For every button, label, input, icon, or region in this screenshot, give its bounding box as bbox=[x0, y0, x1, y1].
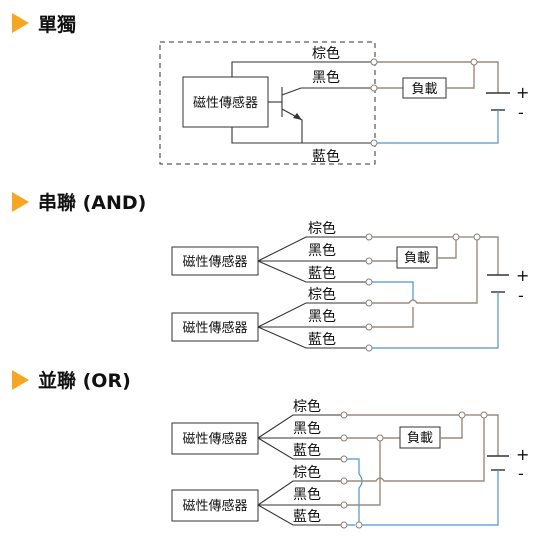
sensor-label: 磁性傳感器 bbox=[182, 254, 247, 270]
wire-to-battery-plus bbox=[480, 236, 499, 275]
lead-blue bbox=[257, 326, 367, 349]
terminal-blue bbox=[340, 455, 348, 463]
wire-label-brown: 棕色 bbox=[308, 286, 336, 303]
wire-load-to-brown bbox=[440, 418, 463, 439]
battery-plus: + bbox=[516, 445, 529, 464]
sensor-box bbox=[182, 76, 269, 128]
wire-blue-a bbox=[347, 458, 363, 522]
sensor-box bbox=[171, 422, 259, 455]
junction bbox=[355, 521, 363, 529]
wire-label-blue: 藍色 bbox=[293, 508, 321, 525]
sensor-label: 磁性傳感器 bbox=[182, 431, 247, 447]
terminal-brown bbox=[370, 58, 378, 66]
sensor-label: 磁性傳感器 bbox=[193, 95, 258, 111]
section-parallel: 並聯 (OR) 磁性傳感器 棕色 黑色 藍色 磁性傳感器 棕色 黑色 藍色 bbox=[12, 369, 529, 529]
terminal-brown bbox=[340, 411, 348, 419]
wire-load-to-brown bbox=[437, 240, 457, 259]
junction bbox=[458, 411, 466, 419]
terminal-brown bbox=[365, 299, 373, 307]
wire-label-blue: 藍色 bbox=[308, 331, 336, 348]
wire-label-brown: 棕色 bbox=[293, 398, 321, 415]
wire-load-to-brown bbox=[446, 62, 475, 89]
lead-blue bbox=[257, 437, 341, 460]
terminal-black bbox=[365, 257, 373, 265]
terminal-black bbox=[340, 434, 348, 442]
wire-label-black: 黑色 bbox=[312, 69, 340, 86]
wire-label-black: 黑色 bbox=[308, 242, 336, 259]
load-label: 負載 bbox=[411, 82, 437, 97]
terminal-blue bbox=[340, 521, 348, 529]
lead-brown bbox=[257, 236, 367, 262]
sensor-enclosure bbox=[159, 41, 376, 165]
junction bbox=[376, 434, 384, 442]
terminal-black bbox=[340, 501, 348, 509]
section-marker-icon bbox=[12, 370, 29, 390]
wire-label-brown: 棕色 bbox=[312, 45, 340, 62]
wire-label-blue: 藍色 bbox=[293, 442, 321, 459]
section-single: 單獨 磁性傳感器 棕色 黑色 藍色 負載 + - bbox=[12, 13, 529, 165]
emitter-lead bbox=[281, 108, 303, 143]
blue-internal-wire bbox=[231, 127, 373, 144]
terminal-black bbox=[370, 84, 378, 92]
emitter-arrow-icon bbox=[293, 113, 302, 120]
load-label: 負載 bbox=[407, 431, 433, 446]
wire-black-b bbox=[347, 441, 381, 506]
wire-label-blue: 藍色 bbox=[308, 265, 336, 282]
lead-brown bbox=[257, 480, 341, 506]
section-title-parallel: 並聯 (OR) bbox=[38, 369, 131, 392]
wire-to-battery-plus bbox=[487, 414, 499, 456]
sensor-label: 磁性傳感器 bbox=[182, 320, 247, 336]
terminal-blue bbox=[365, 344, 373, 352]
junction bbox=[480, 411, 488, 419]
terminal-blue bbox=[365, 278, 373, 286]
wire-brown-b bbox=[372, 240, 478, 304]
section-series: 串聯 (AND) 磁性傳感器 棕色 黑色 藍色 磁性傳感器 棕色 黑色 藍色 負 bbox=[12, 191, 529, 352]
battery-plus: + bbox=[516, 266, 529, 285]
wire-label-black: 黑色 bbox=[293, 486, 321, 503]
collector-lead bbox=[281, 87, 373, 96]
brown-internal-wire bbox=[231, 61, 373, 77]
wire-blue bbox=[377, 110, 499, 144]
junction bbox=[470, 58, 478, 66]
terminal-blue bbox=[370, 139, 378, 147]
wire-black-b bbox=[372, 307, 414, 328]
sensor-label: 磁性傳感器 bbox=[182, 498, 247, 514]
lead-blue bbox=[257, 504, 341, 526]
terminal-brown bbox=[365, 233, 373, 241]
wire-blue bbox=[372, 292, 499, 349]
terminal-black bbox=[365, 323, 373, 331]
terminal-brown bbox=[340, 477, 348, 485]
lead-blue bbox=[257, 260, 367, 283]
section-marker-icon bbox=[12, 192, 29, 212]
wire-to-battery-plus bbox=[477, 61, 499, 93]
lead-brown bbox=[257, 414, 341, 439]
wire-label-black: 黑色 bbox=[293, 420, 321, 437]
sensor-box bbox=[171, 312, 259, 342]
load-label: 負載 bbox=[404, 251, 430, 266]
section-title-single: 單獨 bbox=[38, 13, 76, 36]
section-marker-icon bbox=[12, 13, 29, 33]
wire-blue bbox=[347, 470, 499, 526]
battery-minus: - bbox=[518, 103, 524, 122]
section-title-series: 串聯 (AND) bbox=[38, 191, 146, 214]
junction bbox=[473, 233, 481, 241]
wire-label-brown: 棕色 bbox=[293, 464, 321, 481]
wire-blue-a bbox=[372, 281, 414, 300]
wire-label-black: 黑色 bbox=[308, 308, 336, 325]
battery-minus: - bbox=[518, 464, 524, 483]
junction bbox=[452, 233, 460, 241]
lead-brown bbox=[257, 302, 367, 328]
wire-label-brown: 棕色 bbox=[308, 220, 336, 237]
battery-plus: + bbox=[516, 83, 529, 102]
sensor-box bbox=[171, 246, 259, 276]
battery-minus: - bbox=[518, 286, 524, 305]
wire-label-blue: 藍色 bbox=[312, 148, 340, 165]
